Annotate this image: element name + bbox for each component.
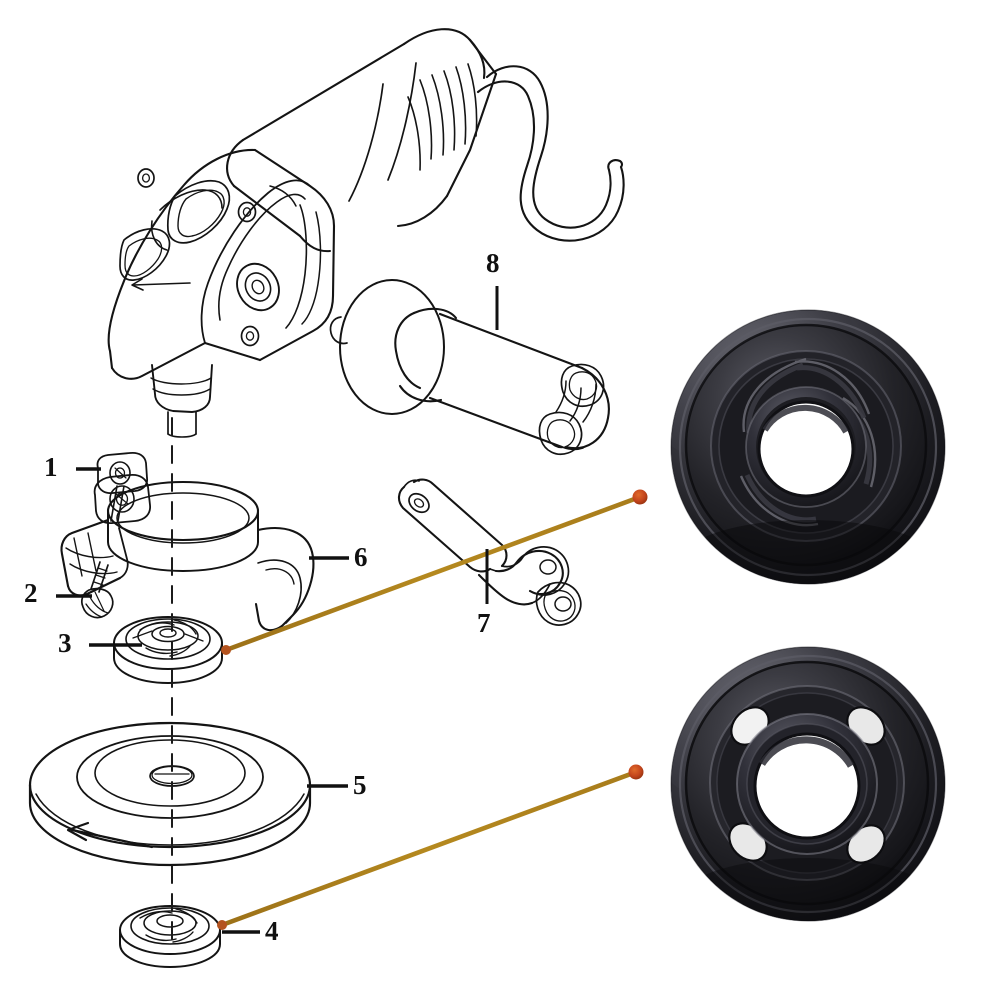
leader-lines-group bbox=[217, 489, 648, 930]
callout-lines-group bbox=[56, 286, 499, 934]
power-cord bbox=[476, 65, 625, 242]
callout-number-8: 8 bbox=[486, 248, 500, 278]
leader-dot-outer-nut bbox=[628, 764, 644, 780]
callout-number-2: 2 bbox=[24, 578, 38, 608]
clamp-bolt-lower bbox=[80, 561, 114, 619]
wheel-guard bbox=[60, 474, 315, 632]
callout-number-4: 4 bbox=[265, 916, 279, 946]
callout-number-5: 5 bbox=[353, 770, 367, 800]
grinder-gear-head bbox=[107, 148, 336, 380]
leader-dot-inner-flange bbox=[632, 489, 648, 505]
grinder-spindle-neck bbox=[150, 364, 213, 438]
side-handle bbox=[329, 279, 610, 456]
inner-flange-exploded bbox=[113, 616, 223, 684]
grinder-motor-housing bbox=[226, 28, 498, 253]
callout-number-6: 6 bbox=[354, 542, 368, 572]
clamp-screw-upper bbox=[96, 451, 148, 522]
callout-number-1: 1 bbox=[44, 452, 58, 482]
leader-origin-inner-flange bbox=[221, 645, 231, 655]
leader-outer-nut bbox=[219, 769, 639, 928]
callout-number-7: 7 bbox=[477, 608, 491, 638]
leader-origin-outer-nut bbox=[217, 920, 227, 930]
callout-number-3: 3 bbox=[58, 628, 72, 658]
line-art-group bbox=[28, 28, 625, 968]
leader-inner-flange bbox=[223, 494, 643, 653]
outer-lock-nut-exploded bbox=[119, 905, 221, 968]
inner-flange-photo bbox=[670, 309, 946, 585]
